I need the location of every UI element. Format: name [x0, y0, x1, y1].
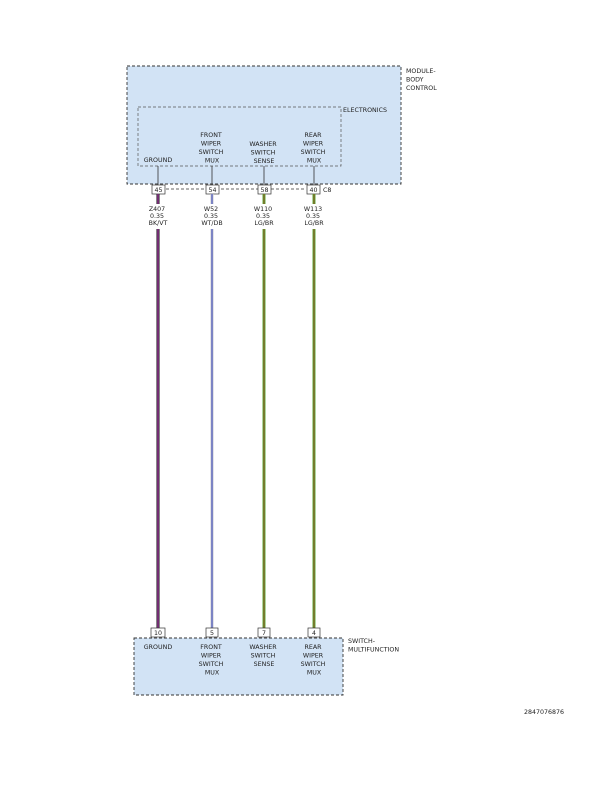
- switch-pin-name-rear-wiper-switch-mux: REAR WIPER SWITCH MUX: [301, 644, 328, 677]
- switch-multifunction-box: [133, 637, 344, 696]
- switch-pin-name-washer-switch-sense: WASHER SWITCH SENSE: [249, 644, 278, 668]
- bcm-pin-number-54: 54: [208, 187, 216, 194]
- switch-pin-number-7: 7: [262, 630, 266, 637]
- bcm-pin-name-rear-wiper-switch-mux: REAR WIPER SWITCH MUX: [301, 132, 328, 165]
- circuit-ground: GROUND 45 Z407 0.35 BK/VT 10 GROUND: [144, 157, 173, 651]
- bcm-pin-number-45: 45: [154, 187, 162, 194]
- switch-pin-box-4: [307, 627, 321, 638]
- bcm-pin-number-40: 40: [309, 187, 317, 194]
- bcm-pin-name-ground: GROUND: [144, 157, 173, 164]
- module-body-control-box: [126, 65, 402, 185]
- switch-pin-number-4: 4: [312, 630, 316, 637]
- switch-pin-box-5: [205, 627, 219, 638]
- electronics-label: ELECTRONICS: [343, 107, 387, 114]
- switch-pin-name-ground: GROUND: [144, 644, 173, 651]
- circuit-front-wiper-switch-mux: FRONT WIPER SWITCH MUX 54 W52 0.35 WT/DB: [199, 132, 226, 677]
- connector-c8-label: C8: [323, 187, 331, 194]
- bcm-pin-name-front-wiper-switch-mux: FRONT WIPER SWITCH MUX: [199, 132, 226, 165]
- wire-w113-label: W113 0.35 LG/BR: [304, 206, 324, 227]
- circuit-washer-switch-sense: WASHER SWITCH SENSE 58 W110 0.35 LG/BR 7: [249, 141, 278, 668]
- electronics-subbox: [137, 106, 342, 167]
- bcm-pin-number-58: 58: [260, 187, 268, 194]
- wire-z407-label: Z407 0.35 BK/VT: [149, 206, 168, 227]
- figure-id: 2847076876: [524, 709, 564, 716]
- switch-pin-name-front-wiper-switch-mux: FRONT WIPER SWITCH MUX: [199, 644, 226, 677]
- switch-pin-box-7: [257, 627, 271, 638]
- switch-pin-number-5: 5: [210, 630, 214, 637]
- switch-pin-box-10: [150, 627, 166, 638]
- switch-pin-number-10: 10: [154, 630, 162, 637]
- wire-columns: GROUND 45 Z407 0.35 BK/VT 10 GROUND: [144, 132, 328, 677]
- switch-multifunction-title: SWITCH- MULTIFUNCTION: [348, 638, 399, 654]
- bcm-pin-name-washer-switch-sense: WASHER SWITCH SENSE: [249, 141, 278, 165]
- circuit-rear-wiper-switch-mux: REAR WIPER SWITCH MUX 40 W113 0.35 LG/BR: [301, 132, 328, 677]
- module-body-control-title: MODULE- BODY CONTROL: [406, 68, 438, 92]
- wire-w52-label: W52 0.35 WT/DB: [201, 206, 222, 227]
- wire-w110-label: W110 0.35 LG/BR: [254, 206, 274, 227]
